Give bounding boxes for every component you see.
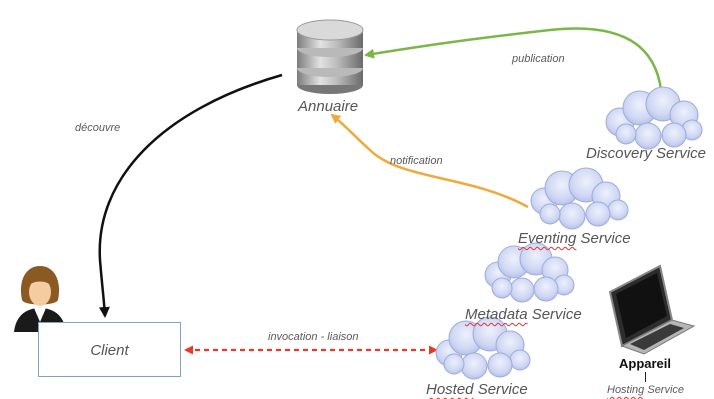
discovery-cloud-icon xyxy=(605,86,703,150)
hosted-cloud-icon xyxy=(435,316,531,380)
decouvre-arrow xyxy=(98,73,283,318)
annuaire-label: Annuaire xyxy=(298,98,359,115)
notification-arrow xyxy=(330,113,529,209)
eventing-cloud-icon xyxy=(530,167,629,230)
invocation-label: invocation - liaison xyxy=(268,331,359,343)
decouvre-label: découvre xyxy=(75,122,121,134)
client-label: Client xyxy=(90,342,129,359)
hosting-word: Hosting xyxy=(607,384,645,396)
hosted-word: Hosted xyxy=(426,381,474,398)
eventing-word: Eventing xyxy=(518,230,577,247)
text-cursor xyxy=(645,372,646,382)
publication-arrow xyxy=(364,27,664,101)
hosted-suffix: Service xyxy=(473,381,528,398)
hosting-service-label: Hosting Service xyxy=(607,384,684,396)
publication-label: publication xyxy=(512,53,565,65)
hosted-service-label: Hosted Service xyxy=(426,381,528,398)
metadata-service-label: Metadata Service xyxy=(465,306,582,323)
client-box: Client xyxy=(38,322,181,377)
database-icon xyxy=(296,19,364,94)
laptop-icon xyxy=(608,264,696,355)
metadata-word: Metadata xyxy=(465,306,528,323)
metadata-suffix: Service xyxy=(527,306,582,323)
eventing-service-label: Eventing Service xyxy=(518,230,631,247)
hosting-suffix: Service xyxy=(644,384,685,396)
eventing-suffix: Service xyxy=(576,230,631,247)
notification-label: notification xyxy=(390,155,443,167)
appareil-label: Appareil xyxy=(619,356,672,371)
discovery-service-label: Discovery Service xyxy=(586,145,707,162)
metadata-cloud-icon xyxy=(484,242,575,303)
